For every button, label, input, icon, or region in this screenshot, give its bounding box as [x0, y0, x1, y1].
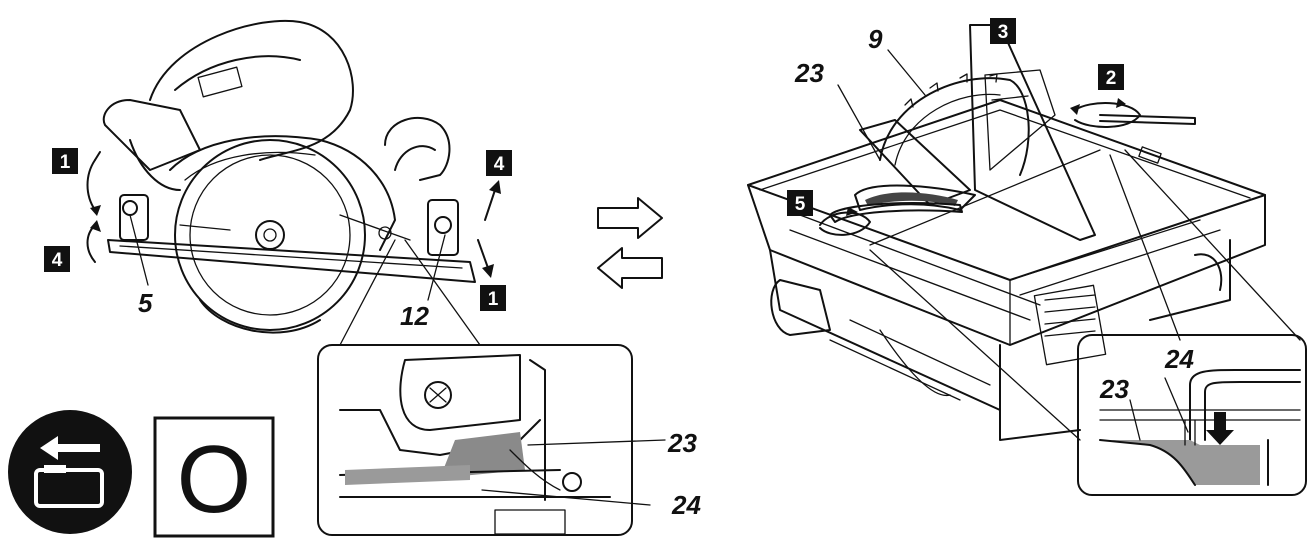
- callout-24: 24: [671, 490, 701, 520]
- svg-text:2: 2: [1106, 68, 1117, 89]
- off-symbol-box: O: [153, 416, 275, 538]
- arrow-right-icon: [597, 197, 663, 239]
- svg-text:1: 1: [60, 152, 71, 173]
- rotate-arrow-icon: [86, 151, 101, 263]
- step-badge: 2: [1098, 64, 1124, 90]
- detail-inset-left: [317, 344, 666, 536]
- svg-text:4: 4: [494, 154, 505, 175]
- table-saw-illustration: [747, 24, 1266, 441]
- step-badge: 1: [52, 148, 78, 174]
- callout-23: 23: [794, 58, 824, 88]
- callout-5: 5: [138, 288, 153, 318]
- detail-inset-right: [1077, 334, 1307, 496]
- tilt-arrows-icon: [477, 180, 501, 278]
- callout-23: 23: [667, 428, 697, 458]
- step-badge: 4: [486, 150, 512, 176]
- arrow-left-icon: [597, 247, 663, 289]
- callout-24: 24: [1164, 344, 1194, 374]
- svg-text:5: 5: [795, 194, 806, 215]
- step-badge: 1: [480, 285, 506, 311]
- off-symbol: O: [177, 426, 252, 533]
- svg-text:4: 4: [52, 250, 63, 271]
- step-badge: 4: [44, 246, 70, 272]
- callout-9: 9: [868, 24, 883, 54]
- step-badge: 3: [990, 18, 1016, 44]
- circular-saw-illustration: [102, 19, 476, 334]
- svg-text:3: 3: [998, 22, 1009, 43]
- callout-12: 12: [400, 301, 429, 331]
- svg-text:1: 1: [488, 289, 499, 310]
- callout-23: 23: [1099, 374, 1129, 404]
- battery-remove-icon: [8, 410, 132, 534]
- step-badge: 5: [787, 190, 813, 216]
